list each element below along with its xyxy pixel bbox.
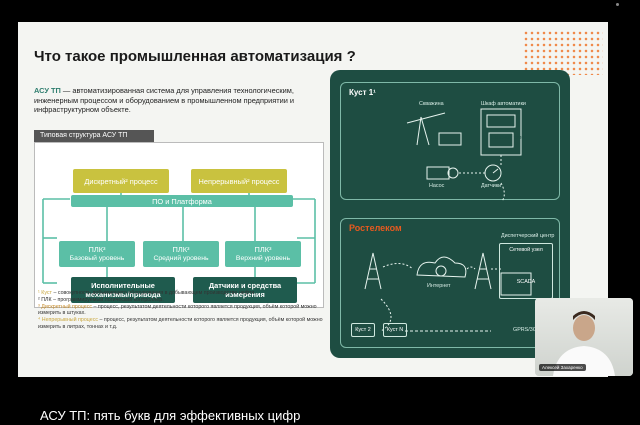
kust-n-box: Куст N bbox=[383, 323, 407, 337]
plc-top-title: ПЛК³ bbox=[254, 245, 272, 254]
structure-connectors bbox=[42, 191, 316, 284]
structure-tag: Типовая структура АСУ ТП bbox=[34, 130, 154, 142]
continuous-process-block: Непрерывный² процесс bbox=[191, 169, 287, 193]
footnote-3: ³ Дискретный процесс – процесс, результа… bbox=[38, 303, 317, 317]
scada-label: SCADA bbox=[516, 279, 536, 285]
speaker-name: Алексей Захаренко bbox=[539, 364, 586, 371]
presentation-slide: Что такое промышленная автоматизация ? А… bbox=[18, 22, 608, 377]
plc-basic-sub: Базовый уровень bbox=[69, 255, 125, 262]
intro-text: — автоматизированная система для управле… bbox=[34, 86, 295, 115]
plc-middle-block: ПЛК³ Средний уровень bbox=[143, 241, 219, 267]
architecture-panel: Куст 1¹ Скважина Ш bbox=[330, 70, 570, 358]
sensors-label: Датчики bbox=[481, 183, 502, 189]
footnotes: ¹ Куст – совокупность добывающего оборуд… bbox=[38, 290, 328, 331]
actuators-block: Исполнительные механизмы/привода bbox=[71, 277, 175, 303]
plc-top-block: ПЛК³ Верхний уровень bbox=[225, 241, 301, 267]
plc-basic-title: ПЛК³ bbox=[88, 245, 106, 254]
dispatch-center: Сетевой узел SCADA bbox=[499, 243, 553, 299]
structure-diagram: Дискретный² процесс Непрерывный² процесс… bbox=[34, 142, 324, 308]
dispatch-monitor-icon bbox=[500, 272, 532, 296]
cloud-icon bbox=[416, 256, 467, 278]
plc-middle-title: ПЛК³ bbox=[172, 245, 190, 254]
dispatch-label: Диспетчерский центр bbox=[501, 233, 555, 239]
plc-middle-sub: Средний уровень bbox=[153, 255, 209, 262]
well-icon bbox=[406, 112, 462, 146]
corner-indicator bbox=[616, 3, 619, 6]
well-label: Скважина bbox=[419, 101, 444, 107]
tower-right-icon bbox=[474, 252, 492, 290]
intro-paragraph: АСУ ТП — автоматизированная система для … bbox=[34, 86, 324, 115]
network-node-label: Сетевой узел bbox=[491, 135, 525, 141]
video-caption: АСУ ТП: пять букв для эффективных цифр bbox=[40, 408, 301, 423]
platform-block: ПО и Платформа bbox=[71, 195, 293, 207]
gauge-icon bbox=[484, 164, 502, 182]
dispatch-node-label: Сетевой узел bbox=[509, 247, 543, 253]
pump-icon bbox=[426, 166, 459, 180]
footnote-2: ² ПЛК – программируемый логический контр… bbox=[38, 296, 164, 303]
cabinet-label: Шкаф автоматики bbox=[481, 101, 526, 107]
network-icons bbox=[364, 252, 532, 332]
tower-left-icon bbox=[364, 252, 382, 290]
discrete-process-block: Дискретный² процесс bbox=[73, 169, 169, 193]
gprs-label: GPRS/3G/4G bbox=[513, 327, 546, 333]
internet-label: Интернет bbox=[427, 283, 451, 289]
kust-1-icons bbox=[406, 108, 522, 201]
slide-title: Что такое промышленная автоматизация ? bbox=[34, 48, 356, 65]
sensors-block: Датчики и средства измерения bbox=[193, 277, 297, 303]
plc-basic-block: ПЛК³ Базовый уровень bbox=[59, 241, 135, 267]
rostelecom-box: Ростелеком Диспетчерский центр Сетевой у… bbox=[340, 218, 560, 348]
pump-label: Насос bbox=[429, 183, 445, 189]
cabinet-icon bbox=[480, 108, 522, 156]
footnote-1: ¹ Куст – совокупность добывающего оборуд… bbox=[38, 290, 256, 296]
kust-2-box: Куст 2 bbox=[351, 323, 375, 337]
rostelecom-label: Ростелеком bbox=[349, 223, 402, 233]
decorative-dot-pattern bbox=[523, 30, 603, 75]
intro-term: АСУ ТП bbox=[34, 86, 61, 95]
footnote-4: ⁴ Непрерывный процесс – процесс, результ… bbox=[38, 317, 323, 330]
kust-1-box: Куст 1¹ Скважина Ш bbox=[340, 82, 560, 201]
speaker-webcam: Алексей Захаренко bbox=[535, 298, 633, 376]
kust-1-label: Куст 1¹ bbox=[349, 88, 376, 97]
plc-top-sub: Верхний уровень bbox=[235, 255, 291, 262]
